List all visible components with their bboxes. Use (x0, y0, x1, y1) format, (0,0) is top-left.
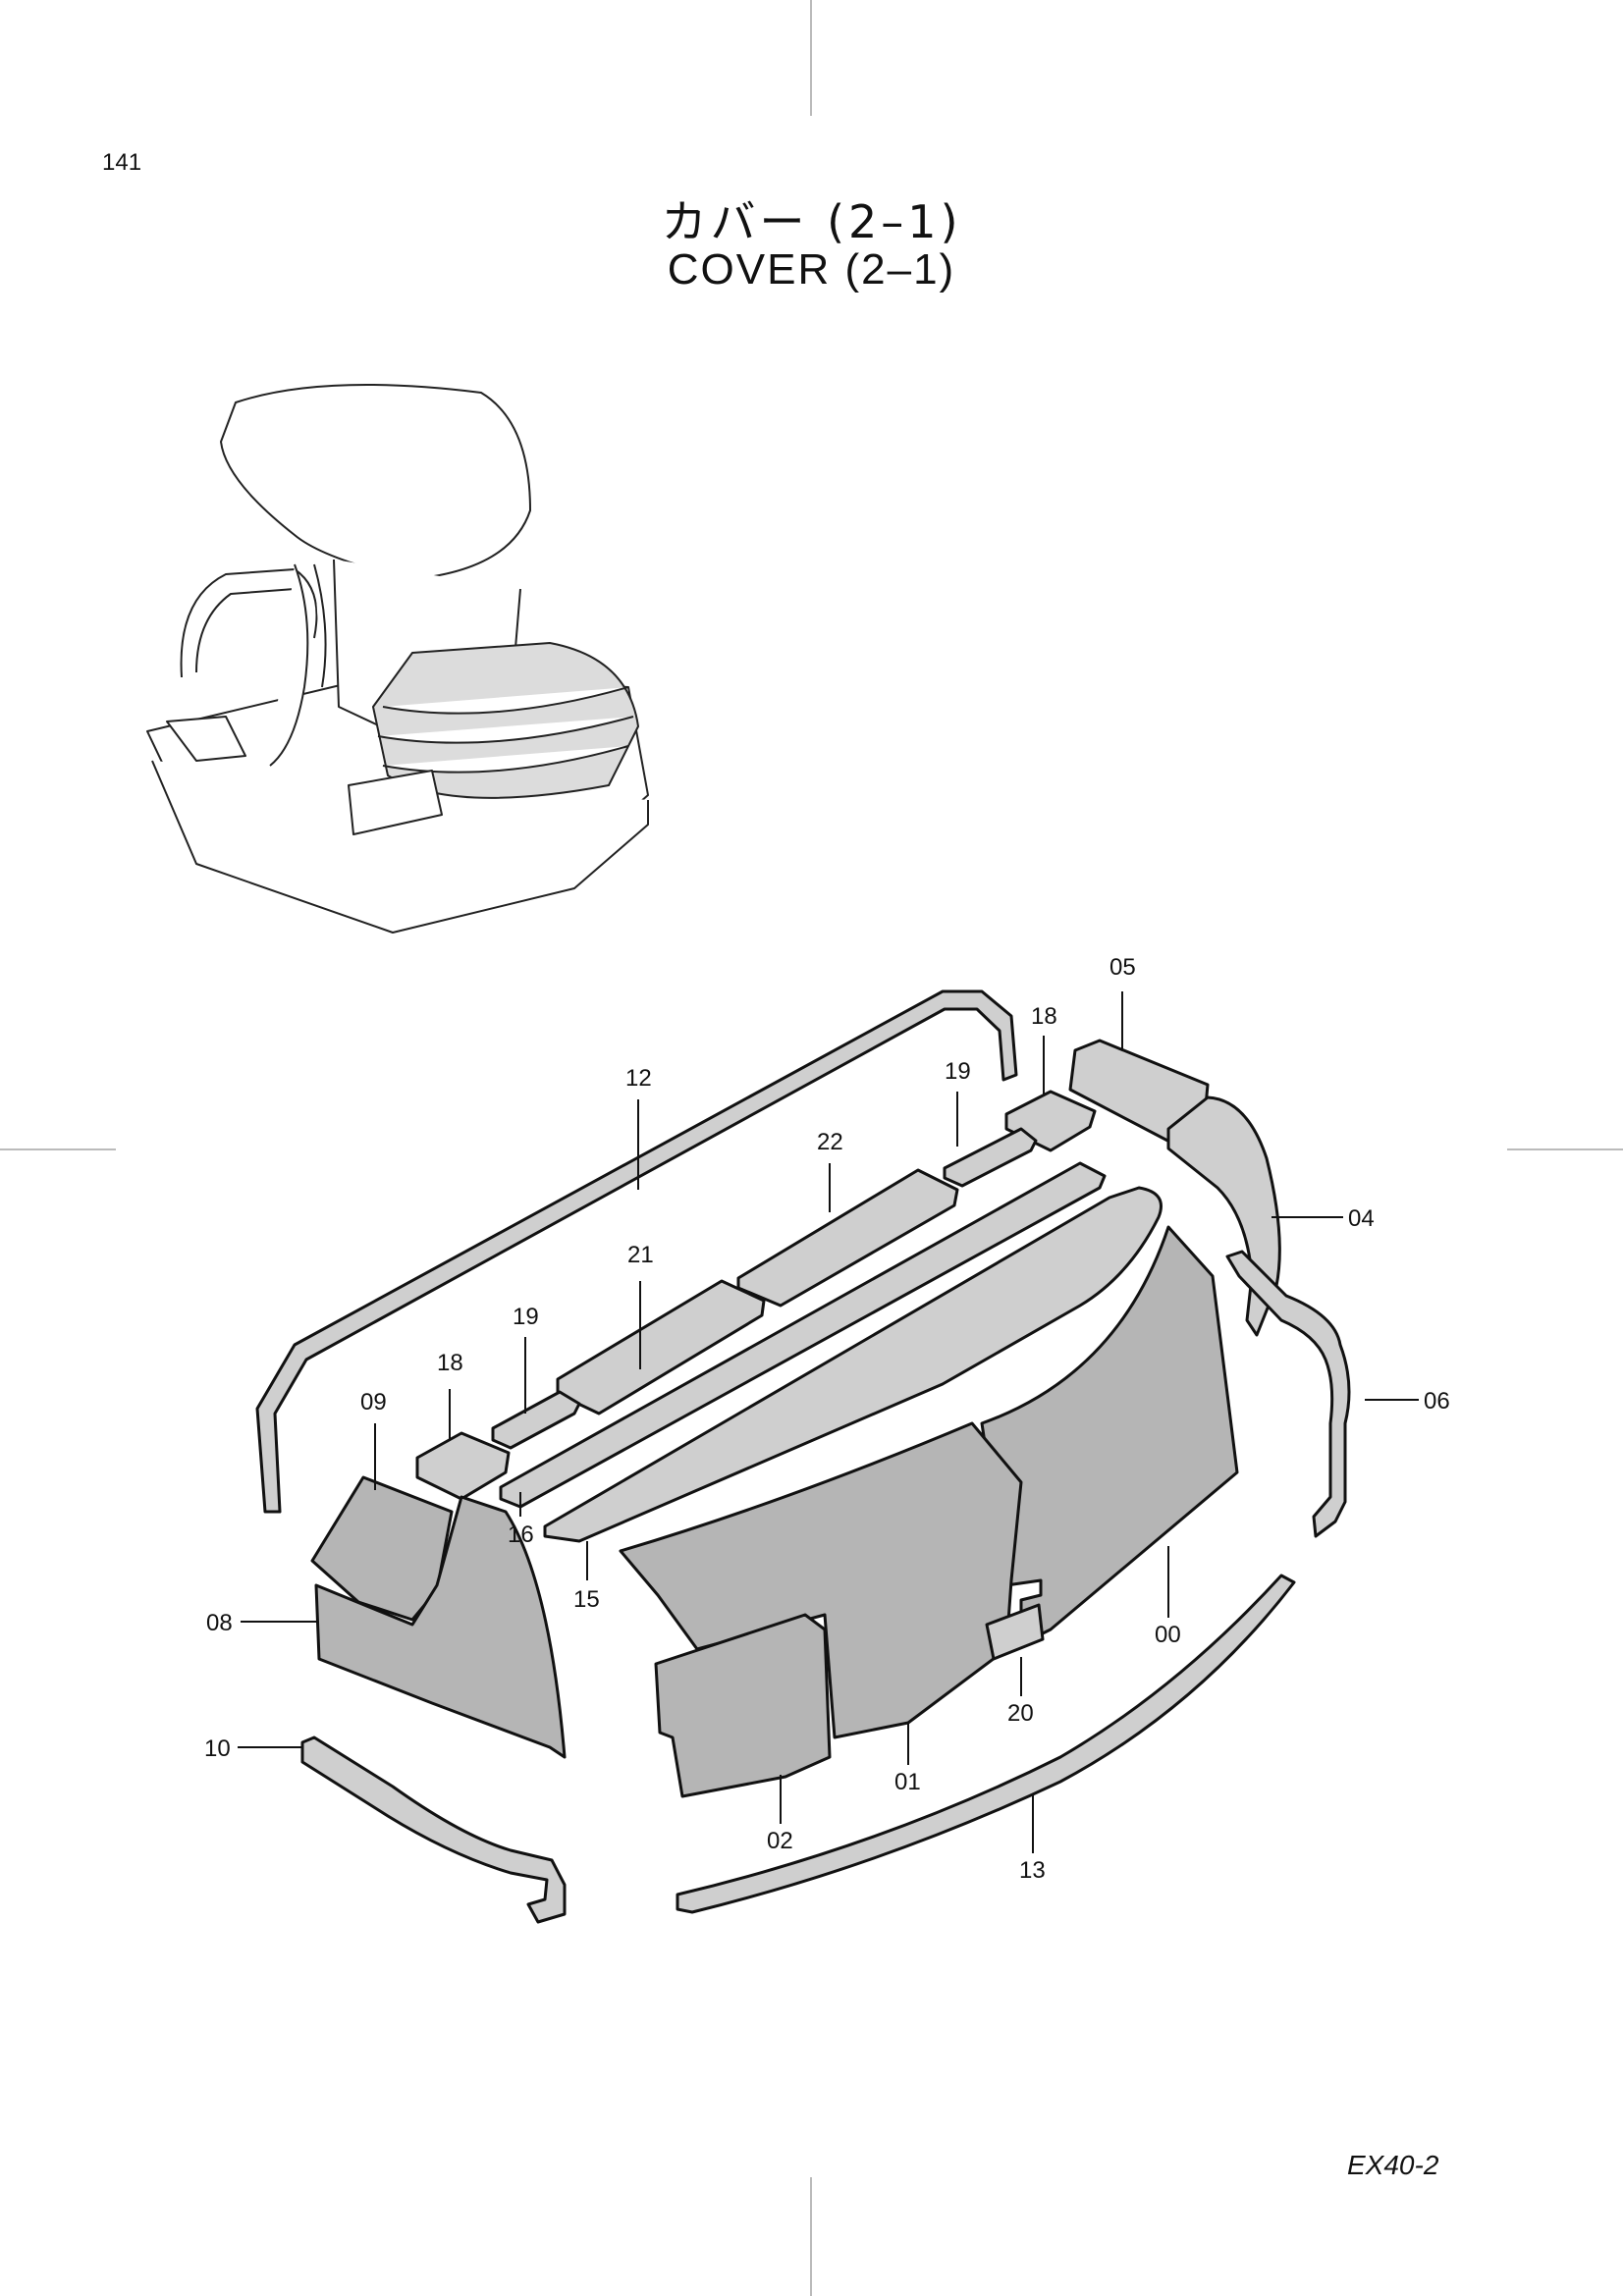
part-22 (985, 1603, 1045, 1661)
callout-19-left: 19 (513, 1304, 539, 1330)
callout-05: 05 (1109, 954, 1136, 981)
page-title-english: COVER (2–1) (667, 245, 956, 294)
callout-01: 01 (894, 1769, 921, 1795)
part-02-panel (654, 1613, 832, 1798)
part-19-right (943, 1127, 1038, 1188)
part-13-bottom-trim (676, 1574, 1296, 1914)
callout-18-right: 18 (1031, 1003, 1057, 1030)
callout-16: 16 (508, 1522, 534, 1548)
callout-08: 08 (206, 1610, 233, 1636)
callout-06: 06 (1424, 1388, 1450, 1415)
part-15-panel (543, 1186, 1163, 1543)
part-08-panel (314, 1495, 567, 1759)
callout-18-left: 18 (437, 1350, 463, 1376)
callout-21: 22 (817, 1129, 843, 1155)
callout-leaders (238, 991, 1419, 1853)
callout-10: 10 (204, 1735, 231, 1762)
part-20 (556, 1279, 766, 1415)
part-19-left (491, 1390, 581, 1450)
callout-09: 09 (360, 1389, 387, 1415)
callout-12: 12 (625, 1065, 652, 1092)
callout-19-right: 19 (945, 1058, 971, 1085)
callout-13: 13 (1019, 1857, 1046, 1884)
callout-22: 20 (1007, 1700, 1034, 1727)
model-code: EX40-2 (1347, 2150, 1439, 2180)
machine-locator-sketch (146, 384, 649, 934)
callout-15: 15 (573, 1586, 600, 1613)
callout-00: 00 (1155, 1622, 1181, 1648)
part-12-top-trim (255, 989, 1018, 1514)
callout-02: 02 (767, 1828, 793, 1854)
part-10-seal (300, 1735, 567, 1924)
part-18-left (415, 1431, 511, 1501)
part-01-panel (619, 1421, 1023, 1739)
callout-20: 21 (627, 1242, 654, 1268)
page-number: 141 (102, 149, 142, 176)
callout-04: 04 (1348, 1205, 1375, 1232)
part-06-seal (1225, 1250, 1351, 1538)
page-title-japanese: カバー (2–1) (661, 195, 962, 248)
part-16-strip (499, 1161, 1107, 1509)
